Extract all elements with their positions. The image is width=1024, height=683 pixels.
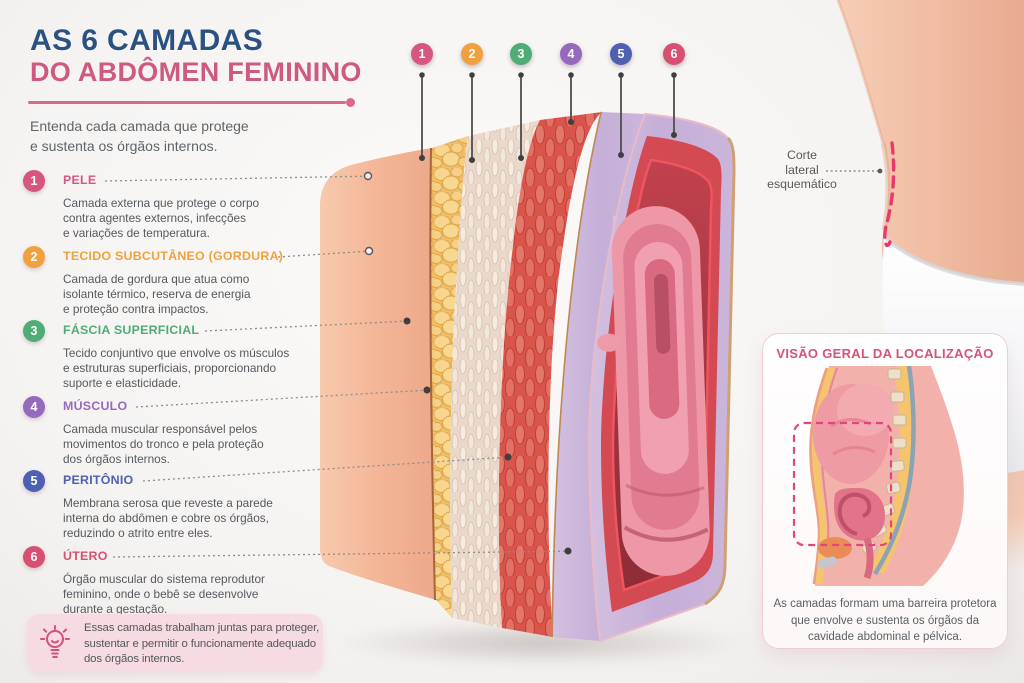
desc-line: Camada externa que protege o corpo: [63, 196, 260, 210]
cut-label: Corte lateral esquemático: [758, 148, 846, 192]
cut-label-line: esquemático: [767, 177, 837, 191]
layer-number-badge: 4: [23, 396, 45, 418]
layer-name: ÚTERO: [63, 549, 108, 563]
lightbulb-icon: [40, 625, 70, 658]
uterus-cavity: [587, 112, 736, 643]
intro-line: Entenda cada camada que protege: [30, 118, 249, 134]
layer-marker-4: 4: [560, 43, 582, 65]
intro-text: Entenda cada camada que protege e susten…: [30, 116, 249, 156]
abdominal-layers-3d-block: [320, 111, 736, 643]
summary-note-text: Essas camadas trabalham juntas para prot…: [84, 621, 319, 668]
desc-line: e estruturas superficiais, proporcionand…: [63, 361, 277, 375]
desc-line: dos órgãos internos.: [63, 452, 170, 466]
desc-line: durante a gestação.: [63, 602, 168, 616]
uterus-roll: [597, 206, 710, 576]
desc-line: feminino, onde o bebê se desenvolve: [63, 587, 259, 601]
layer-marker-5: 5: [610, 43, 632, 65]
desc-line: Camada de gordura que atua como: [63, 272, 250, 286]
desc-line: Tecido conjuntivo que envolve os músculo…: [63, 346, 290, 360]
caption-line: que envolve e sustenta os órgãos da: [791, 614, 979, 627]
desc-line: reduzindo o atrito entre eles.: [63, 526, 213, 540]
highlight-dashed-rectangle: [792, 421, 893, 547]
note-line: sustentar e permitir o funcionamente ade…: [84, 637, 316, 650]
layer-number-badge: 5: [23, 470, 45, 492]
layer-name: MÚSCULO: [63, 399, 128, 413]
location-overview-panel: VISÃO GERAL DA LOCALIZAÇÃO: [762, 333, 1008, 649]
layer-name: PERITÔNIO: [63, 473, 134, 487]
page-title-line1: AS 6 CAMADAS: [30, 24, 264, 57]
layer-name: FÁSCIA SUPERFICIAL: [63, 323, 200, 337]
layer-marker-1: 1: [411, 43, 433, 65]
pelvis-sagittal-illustration: [792, 366, 964, 586]
note-line: dos órgãos internos.: [84, 653, 185, 665]
fat-layer: [431, 136, 468, 618]
desc-line: e proteção contra impactos.: [63, 302, 209, 316]
layer-description: Órgão muscular do sistema reprodutor fem…: [63, 572, 265, 617]
title-divider-dot: [346, 98, 355, 107]
desc-line: e variações de temperatura.: [63, 226, 210, 240]
desc-line: movimentos do tronco e pela proteção: [63, 437, 264, 451]
location-panel-title: VISÃO GERAL DA LOCALIZAÇÃO: [776, 346, 994, 361]
page-title-line2: DO ABDÔMEN FEMININO: [30, 57, 362, 87]
pubic-bone: [817, 556, 837, 569]
layer-number-badge: 3: [23, 320, 45, 342]
schematic-cut-dashed-line: [883, 141, 896, 248]
fascia-layer: [450, 120, 540, 628]
layer-name: TECIDO SUBCUTÂNEO (GORDURA): [63, 249, 284, 263]
intro-line: e sustenta os órgãos internos.: [30, 138, 218, 154]
fallopian-nub: [597, 333, 622, 352]
desc-line: Órgão muscular do sistema reprodutor: [63, 572, 265, 586]
layer-number-badge: 6: [23, 546, 45, 568]
desc-line: contra agentes externos, infecções: [63, 211, 246, 225]
cavity-right-tan-edge: [704, 136, 736, 606]
cut-label-leader-line: [826, 168, 883, 174]
summary-note-box: [27, 614, 323, 672]
title-divider: [28, 101, 346, 104]
layer-marker-2: 2: [461, 43, 483, 65]
caption-line: cavidade abdominal e pélvica.: [807, 631, 963, 643]
uterus-and-pelvic-organs: [817, 488, 885, 580]
layer-marker-6: 6: [663, 43, 685, 65]
layer-name: PELE: [63, 173, 97, 187]
layer-number-badge: 2: [23, 246, 45, 268]
desc-line: Membrana serosa que reveste a parede: [63, 496, 273, 510]
bladder: [818, 537, 852, 559]
caption-line: As camadas formam uma barreira protetora: [773, 598, 997, 610]
location-panel-caption: As camadas formam uma barreira protetora…: [763, 596, 1007, 646]
cut-label-line: Corte: [786, 148, 818, 162]
layer-marker-3: 3: [510, 43, 532, 65]
layer-description: Membrana serosa que reveste a parede int…: [63, 496, 273, 541]
layer-description: Tecido conjuntivo que envolve os músculo…: [63, 346, 289, 391]
desc-line: suporte e elasticidade.: [63, 376, 182, 390]
desc-line: isolante térmico, reserva de energia: [63, 287, 251, 301]
desc-line: Camada muscular responsável pelos: [63, 422, 258, 436]
desc-line: interna do abdômen e cobre os órgãos,: [63, 511, 269, 525]
skin-layer: [320, 148, 436, 600]
layer-description: Camada muscular responsável pelos movime…: [63, 422, 264, 467]
cut-label-line: lateral: [785, 162, 819, 177]
muscle-layer: [498, 112, 602, 637]
layer-description: Camada externa que protege o corpo contr…: [63, 196, 259, 241]
layer-number-badge: 1: [23, 170, 45, 192]
layer-description: Camada de gordura que atua como isolante…: [63, 272, 251, 317]
note-line: Essas camadas trabalham juntas para prot…: [84, 622, 320, 634]
